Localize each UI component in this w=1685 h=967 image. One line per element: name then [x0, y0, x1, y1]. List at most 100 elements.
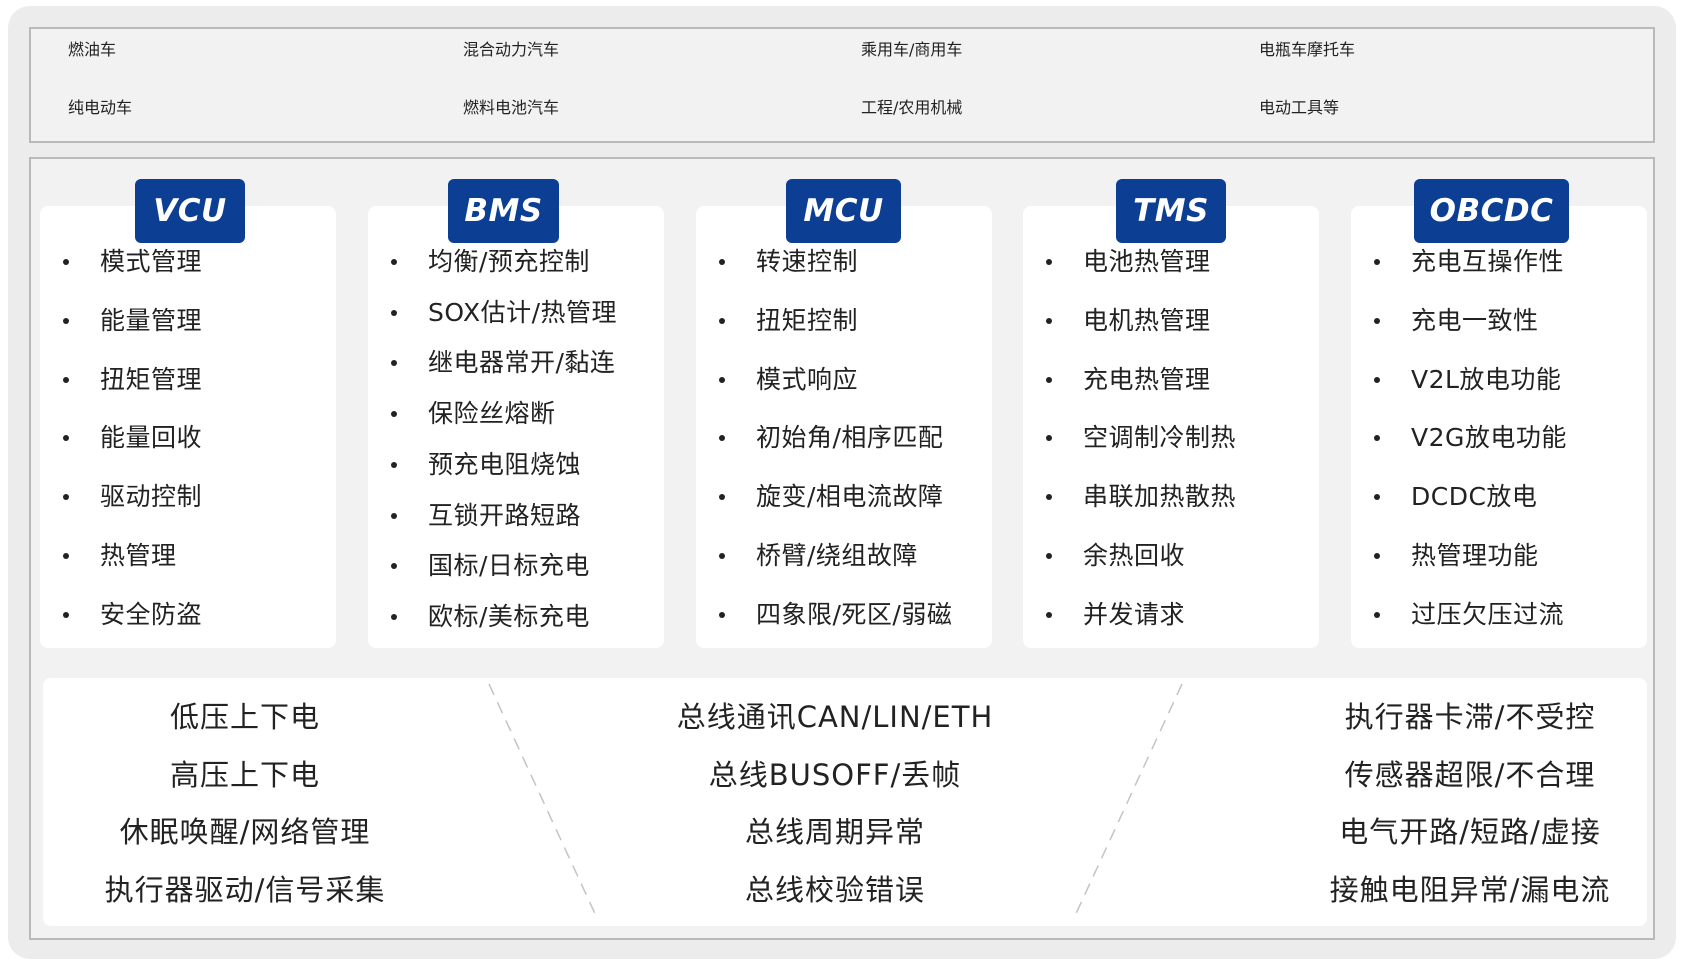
bullet-icon [391, 512, 397, 519]
vehicle-type: 燃料电池汽车 [463, 98, 560, 117]
bullet-icon [1374, 376, 1380, 383]
module-item: 过压欠压过流 [1411, 599, 1565, 629]
module-card-mcu [696, 206, 992, 648]
bullet-icon [391, 360, 397, 367]
module-title-badge: MCU [786, 179, 901, 243]
common-test-item: 总线通讯CAN/LIN/ETH [676, 700, 994, 734]
module-item: 驱动控制 [100, 482, 203, 512]
module-item: DCDC放电 [1411, 482, 1538, 512]
bullet-icon [1374, 494, 1380, 501]
module-item: 继电器常开/黏连 [428, 348, 616, 378]
bullet-icon [391, 613, 397, 620]
module-title-badge: TMS [1116, 179, 1226, 243]
common-tests-panel [43, 678, 1647, 926]
module-item: 扭矩管理 [100, 364, 203, 394]
bullet-icon [391, 461, 397, 468]
module-item: SOX估计/热管理 [428, 297, 617, 327]
bullet-icon [1046, 317, 1052, 324]
bullet-icon [391, 309, 397, 316]
module-item: 国标/日标充电 [428, 551, 590, 581]
common-test-item: 高压上下电 [169, 757, 320, 792]
common-test-item: 低压上下电 [169, 700, 320, 734]
module-item: 欧标/美标充电 [428, 601, 590, 631]
module-item: 充电热管理 [1083, 364, 1211, 394]
bullet-icon [63, 376, 69, 383]
module-item: V2G放电功能 [1411, 423, 1567, 453]
vehicle-type: 燃油车 [68, 40, 117, 59]
bullet-icon [391, 563, 397, 570]
bullet-icon [1046, 435, 1052, 442]
module-item: 能量管理 [100, 305, 203, 335]
common-test-item: 总线校验错误 [744, 872, 925, 907]
module-item: 电机热管理 [1083, 305, 1211, 335]
module-item: V2L放电功能 [1411, 364, 1562, 394]
module-item: 并发请求 [1083, 599, 1186, 629]
bullet-icon [1046, 259, 1052, 265]
vehicle-type: 混合动力汽车 [463, 40, 560, 59]
common-test-item: 传感器超限/不合理 [1344, 757, 1596, 792]
bullet-icon [63, 494, 69, 501]
bullet-icon [1374, 435, 1380, 442]
module-item: 模式响应 [756, 364, 859, 394]
vehicle-type: 纯电动车 [68, 98, 133, 117]
bullet-icon [719, 435, 725, 442]
module-title-badge: BMS [448, 179, 559, 243]
module-item: 热管理功能 [1411, 541, 1539, 570]
module-item: 充电互操作性 [1411, 247, 1565, 276]
vehicle-type: 电瓶车摩托车 [1259, 40, 1356, 59]
bullet-icon [1374, 611, 1380, 618]
bullet-icon [63, 611, 69, 618]
module-item: 扭矩控制 [756, 305, 859, 335]
module-item: 保险丝熔断 [428, 399, 556, 429]
module-item: 能量回收 [100, 423, 203, 453]
module-card-bms [368, 206, 664, 648]
bullet-icon [63, 435, 69, 442]
bullet-icon [719, 259, 725, 265]
divider-line-left [488, 683, 598, 919]
module-item: 空调制冷制热 [1083, 423, 1237, 453]
module-item: 余热回收 [1083, 541, 1186, 570]
vehicle-type: 乘用车/商用车 [861, 40, 963, 59]
bullet-icon [1374, 317, 1380, 324]
bullet-icon [1046, 611, 1052, 618]
bullet-icon [391, 411, 397, 418]
bullet-icon [719, 376, 725, 383]
bullet-icon [391, 259, 397, 265]
vehicle-type: 电动工具等 [1259, 98, 1340, 117]
common-test-item: 总线周期异常 [744, 815, 925, 849]
bullet-icon [719, 553, 725, 559]
bullet-icon [719, 611, 725, 618]
vehicle-types-panel [29, 27, 1655, 143]
bullet-icon [719, 494, 725, 501]
module-card-tms [1023, 206, 1319, 648]
bullet-icon [1374, 553, 1380, 559]
common-test-item: 执行器驱动/信号采集 [104, 872, 386, 907]
module-item: 充电一致性 [1411, 305, 1539, 335]
module-item: 预充电阻烧蚀 [428, 449, 582, 479]
bullet-icon [719, 317, 725, 324]
vehicle-type: 工程/农用机械 [861, 98, 963, 117]
bullet-icon [1046, 553, 1052, 559]
module-item: 均衡/预充控制 [428, 247, 590, 276]
bullet-icon [63, 317, 69, 324]
module-item: 串联加热散热 [1083, 482, 1237, 512]
module-item: 热管理 [100, 541, 177, 570]
common-test-item: 总线BUSOFF/丢帧 [708, 757, 962, 792]
common-test-item: 接触电阻异常/漏电流 [1329, 872, 1611, 907]
module-card-vcu [40, 206, 336, 648]
module-item: 模式管理 [100, 247, 203, 276]
common-test-item: 电气开路/短路/虚接 [1339, 815, 1601, 849]
module-item: 旋变/相电流故障 [756, 482, 944, 512]
bullet-icon [1046, 376, 1052, 383]
bullet-icon [1374, 259, 1380, 265]
module-item: 互锁开路短路 [428, 500, 582, 530]
module-title-badge: OBCDC [1414, 179, 1569, 243]
bullet-icon [1046, 494, 1052, 501]
bullet-icon [63, 259, 69, 265]
module-item: 安全防盗 [100, 599, 203, 629]
module-item: 转速控制 [756, 247, 859, 276]
module-title-badge: VCU [135, 179, 245, 243]
divider-line-right [1073, 683, 1183, 919]
module-item: 初始角/相序匹配 [756, 423, 944, 453]
